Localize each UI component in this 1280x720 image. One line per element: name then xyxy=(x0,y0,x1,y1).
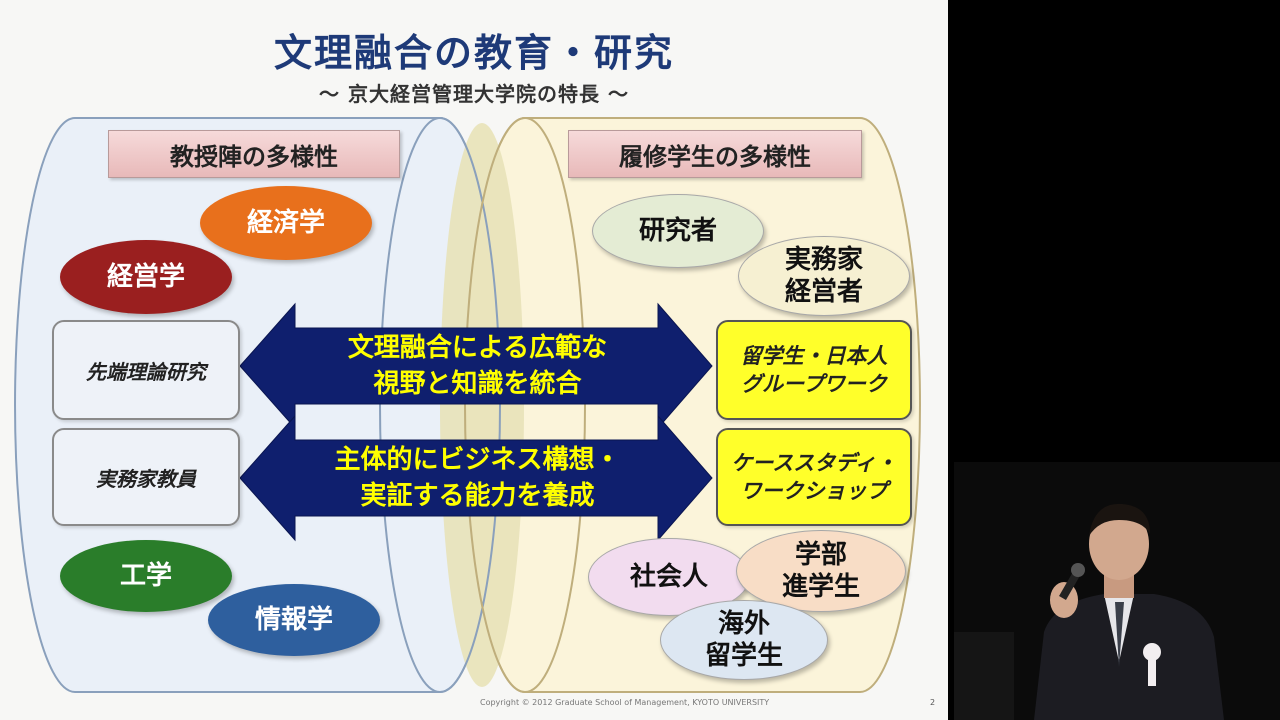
management-oval: 経営学 xyxy=(60,240,232,314)
advanced-research-box: 先端理論研究 xyxy=(52,320,240,420)
page-number: 2 xyxy=(930,698,936,707)
student-diversity-header: 履修学生の多様性 xyxy=(568,130,862,178)
undergrad-oval: 学部 進学生 xyxy=(736,530,906,612)
right-cylinder-front xyxy=(464,117,586,693)
arrow-top xyxy=(239,302,713,430)
faculty-diversity-header: 教授陣の多様性 xyxy=(108,130,400,178)
speaker-video-inset xyxy=(954,462,1280,720)
arrow-bottom-line-1: 主体的にビジネス構想・ xyxy=(334,445,621,475)
arrow-bottom-text: 主体的にビジネス構想・ 実証する能力を養成 xyxy=(300,442,655,515)
practitioners-line-2: 経営者 xyxy=(784,277,863,307)
case-study-line-2: ワークショップ xyxy=(740,479,888,503)
informatics-oval: 情報学 xyxy=(208,584,380,656)
economics-oval: 経済学 xyxy=(200,186,372,260)
arrow-top-text: 文理融合による広範な 視野と知識を統合 xyxy=(300,330,655,403)
arrow-bottom-line-2: 実証する能力を養成 xyxy=(360,481,595,512)
speaker-figure xyxy=(954,462,1280,720)
practitioners-oval: 実務家 経営者 xyxy=(738,236,910,316)
group-work-line-1: 留学生・日本人 xyxy=(740,343,888,368)
slide-subtitle: ～ 京大経営管理大学院の特長 ～ xyxy=(319,82,629,106)
arrow-top-line-2: 視野と知識を統合 xyxy=(373,369,582,400)
practitioner-faculty-box: 実務家教員 xyxy=(52,428,240,526)
slide-title: 文理融合の教育・研究 xyxy=(273,31,674,75)
copyright-text: Copyright © 2012 Graduate School of Mana… xyxy=(480,698,770,707)
group-work-line-2: グループワーク xyxy=(741,372,887,396)
case-study-box: ケーススタディ・ ワークショップ xyxy=(716,428,912,526)
arrow-top-line-1: 文理融合による広範な xyxy=(347,333,608,363)
case-study-line-1: ケーススタディ・ xyxy=(731,450,897,475)
undergrad-line-1: 学部 xyxy=(794,539,847,570)
group-work-box: 留学生・日本人 グループワーク xyxy=(716,320,912,420)
overlap-region xyxy=(440,123,524,687)
engineering-oval: 工学 xyxy=(60,540,232,612)
practitioners-line-1: 実務家 xyxy=(784,244,863,275)
overseas-students-oval: 海外 留学生 xyxy=(660,600,828,680)
arrow-bottom xyxy=(239,414,713,542)
researchers-oval: 研究者 xyxy=(592,194,764,268)
overseas-line-1: 海外 xyxy=(717,608,770,639)
left-cylinder-end xyxy=(379,117,501,693)
overseas-line-2: 留学生 xyxy=(704,641,783,671)
undergrad-line-2: 進学生 xyxy=(781,572,860,602)
presentation-slide: 文理融合の教育・研究 ～ 京大経営管理大学院の特長 ～ 教授陣の多様性 履修学生… xyxy=(0,0,948,720)
